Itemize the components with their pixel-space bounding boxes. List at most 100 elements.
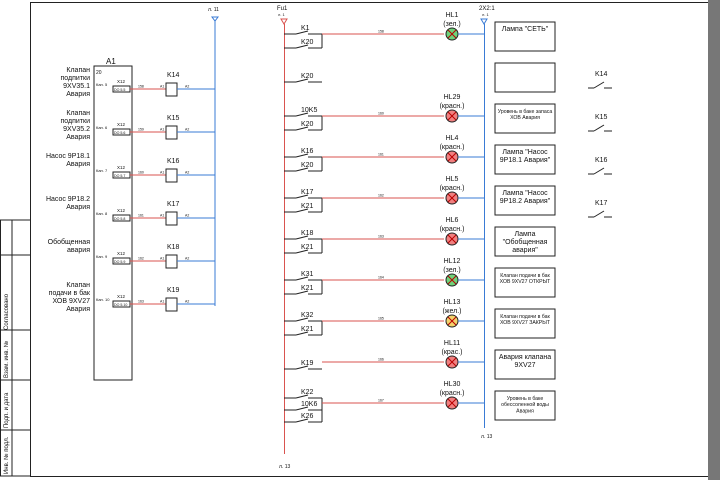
channel-connector: X12 [117,251,126,256]
contact-symbol [295,317,309,322]
contact-label: K21 [301,326,314,333]
lamp-label: HL12 [444,258,461,265]
row-wire: 158 [378,30,384,34]
contact-symbol [295,235,309,240]
right-bus-ref: л. 13 [481,434,492,440]
contact-symbol [295,276,309,281]
channel-number: Кан. 8 [96,211,108,216]
module-name: A1 [106,57,116,66]
contact-symbol [295,249,309,254]
relay-terminal: A1 [160,257,164,261]
stamp-label-replace: Взам. инв. № [3,341,10,378]
lamp-color: (зел.) [443,267,460,274]
channel-connector: X12 [117,79,126,84]
relay-terminal: A2 [185,85,189,89]
left-bus-ref: л. 13 [279,464,290,470]
row-wire: 167 [378,399,384,403]
stamp-label-approved: Согласовано [4,293,10,330]
lamp-description-box [494,308,556,339]
contact-label: K26 [301,413,314,420]
relay-terminal: A2 [185,300,189,304]
lamp-label: HL1 [446,12,459,19]
lamp-label: HL13 [444,299,461,306]
contact-symbol [295,112,309,117]
contact-label: K20 [301,162,314,169]
legend-contact [593,210,605,218]
lamp-description-box [494,390,556,421]
contact-label: K22 [301,389,314,396]
contact-label: K18 [301,230,314,237]
lamp-row: K20 [284,62,556,93]
relay-label: K19 [167,287,180,294]
right-bus-sub: л. 1 [482,12,490,17]
top-ref-arrow [211,16,219,22]
module-pin: 20 [96,70,102,76]
lamp-description-box [494,103,556,134]
legend-relay-label: K16 [595,157,608,164]
right-bus-arrow [480,18,488,25]
channel-number: Кан. 5 [96,82,108,87]
channel-io: DO 5.5 [114,88,125,92]
lamp-description-box [494,226,556,257]
channel-number: Кан. 10 [96,297,110,302]
channel-wire: 161 [138,214,144,218]
channel-io: DO 5.8 [114,217,125,221]
row-wire: 164 [378,276,384,280]
relay-coil [165,168,178,183]
top-ref: л. 11 [208,7,219,13]
lamp-description-box [494,62,556,93]
fuse-label: Fu1 [277,6,288,12]
contact-symbol [295,418,309,423]
lamp-label: HL11 [444,340,460,347]
lamp-label: HL4 [446,135,459,142]
fuse-sub: л. 1 [278,12,286,17]
title-stamp: Согласовано Взам. инв. № Подп. и дата Ин… [0,219,31,477]
contact-symbol [295,194,309,199]
channel-io: DO 5.9 [114,260,125,264]
relay-terminal: A1 [160,171,164,175]
channel-io: DO 5.7 [114,174,125,178]
relay-label: K16 [167,158,180,165]
relay-terminal: A1 [160,85,164,89]
lamp-description-box [494,21,556,52]
relay-label: K15 [167,115,180,122]
contact-symbol [295,153,309,158]
lamp-color: (жел.) [442,308,461,315]
channel-io: DO 5.6 [114,131,125,135]
channel-wire: 162 [138,257,144,261]
lamp-label: HL29 [444,94,461,101]
row-wire: 160 [378,112,384,116]
contact-label: K21 [301,244,314,251]
lamp-color: (красн.) [440,144,465,151]
relay-terminal: A1 [160,128,164,132]
lamp-label: HL5 [446,176,459,183]
contact-label: 10K6 [301,401,317,408]
legend-relay-label: K17 [595,200,608,207]
contact-label: K20 [301,73,314,80]
channel-wire: 160 [138,171,144,175]
module-a1: A1 20 [93,57,133,381]
relay-coil [165,211,178,226]
module-box [93,65,133,381]
legend-contact [593,81,605,89]
contact-symbol [295,44,309,49]
